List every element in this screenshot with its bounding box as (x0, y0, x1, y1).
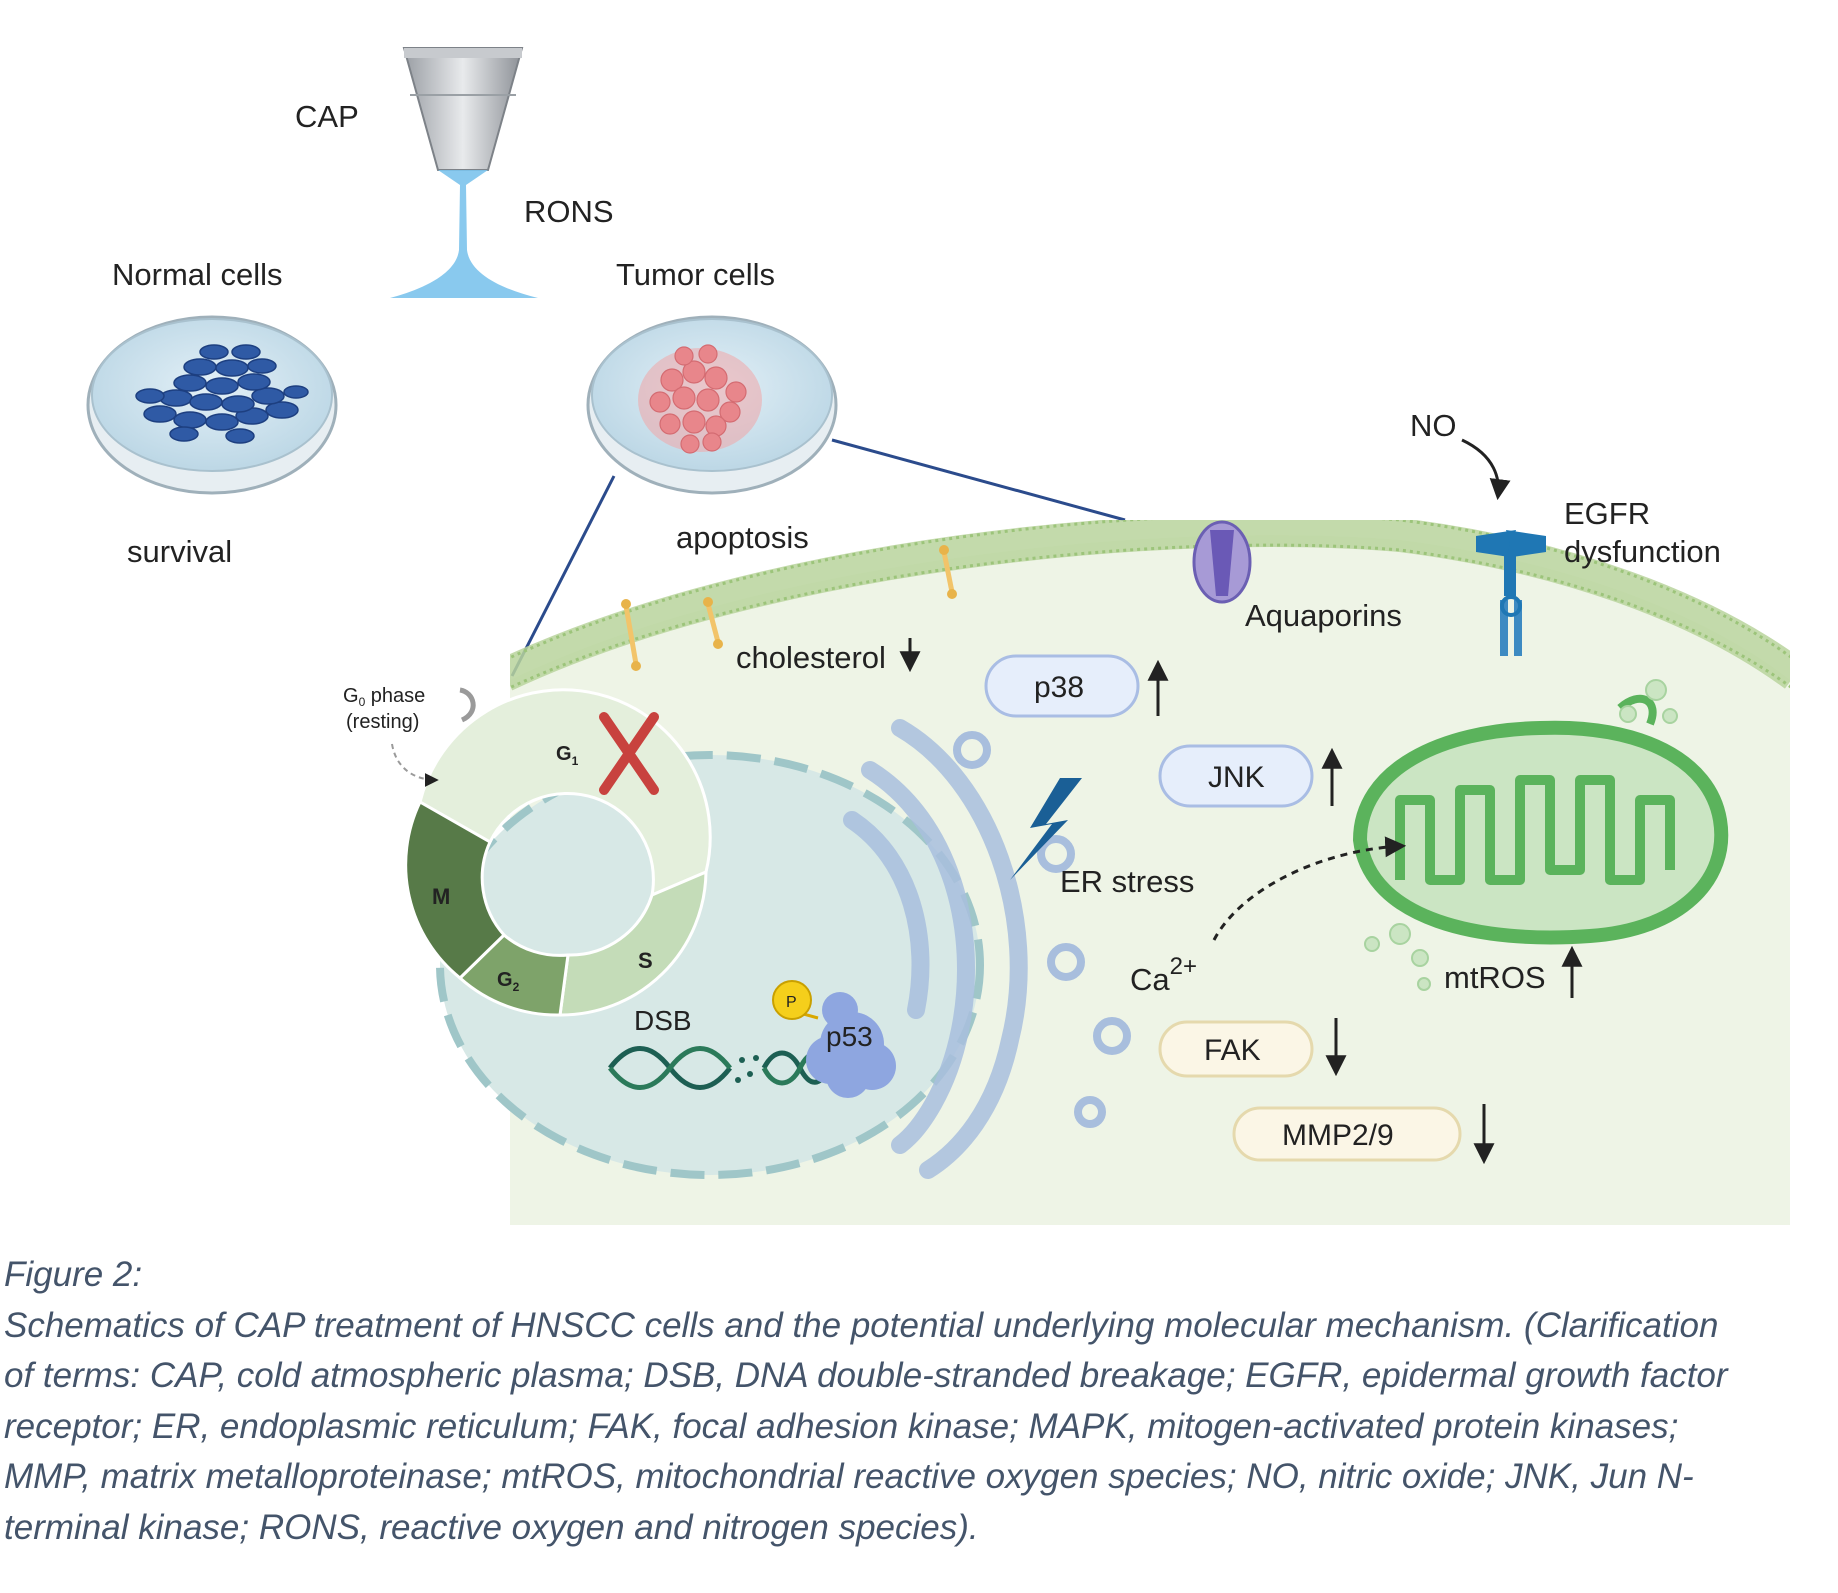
g0-resting-label: (resting) (346, 711, 419, 733)
m-segment (404, 799, 507, 981)
p38-pill: p38 (984, 654, 1169, 718)
zoom-line-left (510, 475, 616, 677)
ca-label: Ca2+ (1130, 953, 1197, 997)
caption-line: terminal kinase; RONS, reactive oxygen a… (4, 1507, 979, 1547)
p53-protein: p53 (806, 992, 896, 1098)
rons-label: RONS (524, 194, 614, 229)
s-label: S (638, 948, 653, 973)
g0-return-arrow (391, 743, 439, 787)
apoptosis-label: apoptosis (676, 520, 809, 555)
caption-line: Schematics of CAP treatment of HNSCC cel… (4, 1305, 1719, 1345)
jnk-label: JNK (1208, 761, 1265, 794)
g0-phase-label: G0 phase (343, 685, 425, 709)
m-label: M (432, 884, 450, 909)
mmp-pill: MMP2/9 (1232, 1104, 1495, 1165)
endoplasmic-reticulum (843, 719, 1131, 1179)
p53-label: p53 (826, 1021, 873, 1052)
g1-arrest-cross (599, 712, 659, 795)
cell-membrane (510, 520, 1790, 691)
mmp-label: MMP2/9 (1282, 1119, 1394, 1152)
normal-cells-label: Normal cells (112, 257, 283, 292)
g0-exit-arrow (459, 687, 476, 723)
zoom-line-right (831, 438, 1126, 522)
survival-label: survival (127, 534, 232, 569)
caption-line: of terms: CAP, cold atmospheric plasma; … (4, 1356, 1728, 1395)
egfr-label: EGFR (1564, 496, 1650, 531)
cap-label: CAP (295, 99, 359, 134)
tumor-cell-cluster (638, 344, 762, 454)
cap-device: CAP RONS (295, 47, 614, 298)
egfr-dysfunction-label: dysfunction (1564, 534, 1721, 569)
phospho-label: P (786, 994, 797, 1011)
er-stress-label: ER stress (1060, 864, 1194, 899)
normal-cell-cluster (135, 344, 309, 444)
caption-line: receptor; ER, endoplasmic reticulum; FAK… (4, 1406, 1679, 1446)
no-arrow (1461, 438, 1511, 501)
no-label: NO (1410, 408, 1457, 443)
g2-label: G2 (497, 969, 520, 994)
dna-damage: DSB p53 P (608, 980, 896, 1098)
jnk-pill: JNK (1158, 744, 1343, 808)
cholesterol-molecules (623, 549, 955, 667)
p38-label: p38 (1034, 671, 1084, 704)
s-segment (558, 869, 708, 1017)
aquaporin-channel (1192, 520, 1252, 604)
g1-label: G1 (556, 743, 579, 768)
ca-to-mito-arrow (1212, 836, 1407, 941)
cholesterol-label: cholesterol (736, 640, 886, 675)
dsb-label: DSB (634, 1005, 692, 1036)
fak-pill: FAK (1158, 1018, 1347, 1078)
mtros-label: mtROS (1444, 960, 1546, 995)
cell-cycle-ring: G1 S G2 M G0 phase (resting) (343, 685, 712, 1017)
cap-nozzle (402, 47, 524, 171)
mitochondrion (1352, 679, 1729, 991)
figure-caption: Figure 2: Schematics of CAP treatment of… (4, 1250, 1834, 1553)
normal-cells-dish: Normal cells survival (86, 257, 338, 569)
tumor-cells-label: Tumor cells (616, 257, 775, 292)
tumor-cells-dish: Tumor cells apoptosis (586, 257, 838, 555)
caption-heading: Figure 2: (4, 1255, 143, 1294)
caption-line: MMP, matrix metalloproteinase; mtROS, mi… (4, 1457, 1694, 1496)
dna-strand-b (608, 1046, 732, 1090)
fak-label: FAK (1204, 1034, 1261, 1067)
phospho-badge (772, 980, 812, 1020)
egfr-receptor (1476, 530, 1546, 656)
plasma-plume (390, 170, 538, 298)
aquaporins-label: Aquaporins (1245, 598, 1402, 633)
